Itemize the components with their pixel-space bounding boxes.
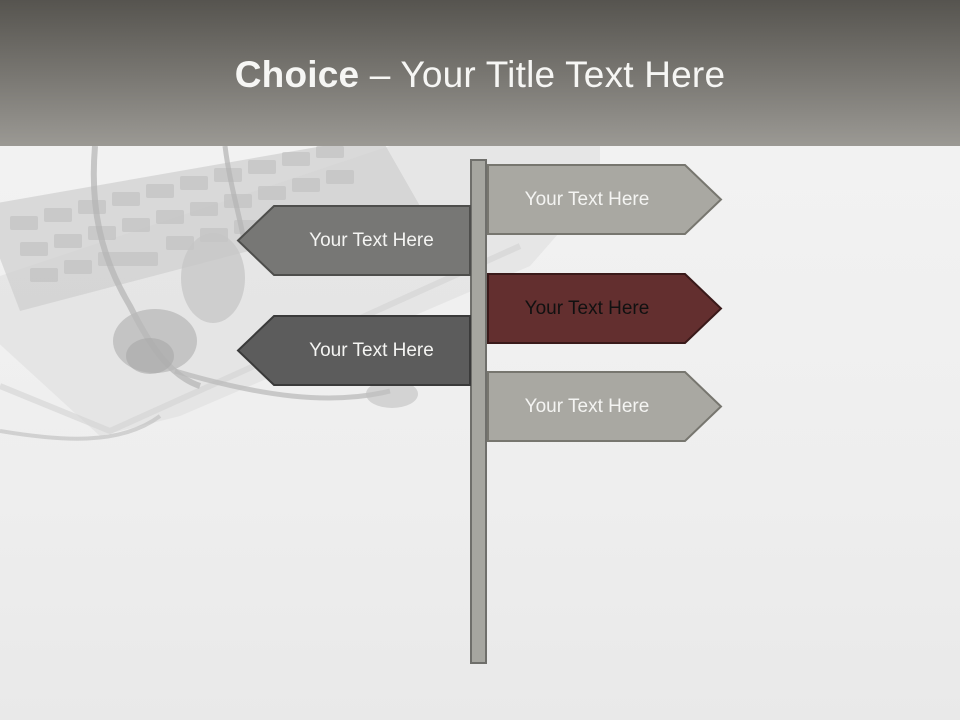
sign-left-bottom-label: Your Text Here	[309, 339, 434, 361]
sign-left-top-shape	[236, 205, 471, 276]
sign-left-bottom-shape	[236, 315, 471, 386]
sign-right-middle-shape	[487, 273, 723, 344]
title-rest: – Your Title Text Here	[359, 54, 726, 95]
sign-right-bottom-shape	[487, 371, 723, 442]
title-strong: Choice	[234, 54, 360, 95]
sign-right-top-shape	[487, 164, 723, 235]
sign-right-top-label: Your Text Here	[524, 188, 650, 210]
title-band: Choice – Your Title Text Here	[0, 0, 960, 146]
sign-right-bottom[interactable]: Your Text Here	[487, 371, 723, 442]
signpost-pole	[470, 159, 487, 664]
sign-right-middle[interactable]: Your Text Here	[487, 273, 723, 344]
slide-title[interactable]: Choice – Your Title Text Here	[235, 54, 725, 96]
sign-right-top[interactable]: Your Text Here	[487, 164, 723, 235]
sign-right-bottom-label: Your Text Here	[524, 395, 650, 417]
sign-left-bottom[interactable]: Your Text Here	[236, 315, 471, 386]
sign-right-middle-label: Your Text Here	[524, 297, 650, 319]
sign-left-top[interactable]: Your Text Here	[236, 205, 471, 276]
sign-left-top-label: Your Text Here	[309, 229, 434, 251]
